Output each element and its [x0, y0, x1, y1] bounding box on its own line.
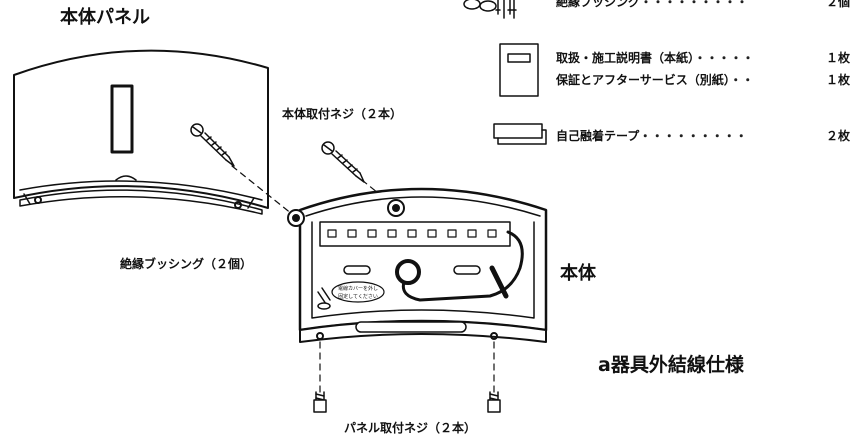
sticker-text-1: 電線カバーを外し [338, 285, 378, 292]
panel-mount-screw-right [487, 391, 501, 413]
ground-screw-drawing [317, 287, 331, 310]
main-body-drawing [298, 187, 548, 343]
parts-row-leader: ・・ [729, 73, 754, 87]
parts-row-name: 絶縁ブッシング [556, 0, 641, 9]
body-screws-label: 本体取付ネジ（２本） [282, 107, 403, 121]
bushing-icon [463, 0, 517, 19]
parts-row-warranty: 保証とアフターサービス（別紙）・・ １枚 [556, 73, 850, 87]
sticker-text-2: 固定してください [338, 293, 378, 300]
parts-row-leader: ・・・・・ [694, 51, 755, 65]
parts-row-bushing: 絶縁ブッシング・・・・・・・・・ ２個 [556, 0, 850, 9]
parts-row-qty: １枚 [826, 51, 851, 65]
panel-mount-screw-left [313, 391, 327, 413]
body-screw-drawing [321, 141, 365, 183]
parts-row-name: 取扱・施工説明書（本紙） [556, 51, 695, 65]
panel-screws-label: パネル取付ネジ（２本） [344, 421, 477, 435]
panel-drawing [13, 49, 269, 215]
parts-row-qty: ２個 [826, 0, 851, 9]
parts-row-tape: 自己融着テープ・・・・・・・・・ ２枚 [556, 129, 850, 143]
manual-icon [499, 43, 539, 97]
bushing-on-body-1 [287, 209, 305, 227]
parts-row-manual: 取扱・施工説明書（本紙）・・・・・ １枚 [556, 51, 850, 65]
main-body-label: 本体 [560, 263, 596, 284]
spec-label: a器具外結線仕様 [598, 354, 744, 376]
parts-row-leader: ・・・・・・・・・ [639, 129, 748, 143]
parts-row-qty: ２枚 [826, 129, 851, 143]
parts-row-name: 自己融着テープ [556, 129, 640, 143]
parts-row-name: 保証とアフターサービス（別紙） [556, 73, 730, 87]
tape-icon [493, 123, 547, 145]
panel-title: 本体パネル [60, 7, 150, 28]
bushing-on-body-2 [387, 199, 405, 217]
parts-row-qty: １枚 [826, 73, 851, 87]
panel-screw-drawing [190, 123, 235, 167]
insulation-bushing-label: 絶縁ブッシング（２個） [120, 257, 253, 271]
parts-row-leader: ・・・・・・・・・ [640, 0, 749, 9]
